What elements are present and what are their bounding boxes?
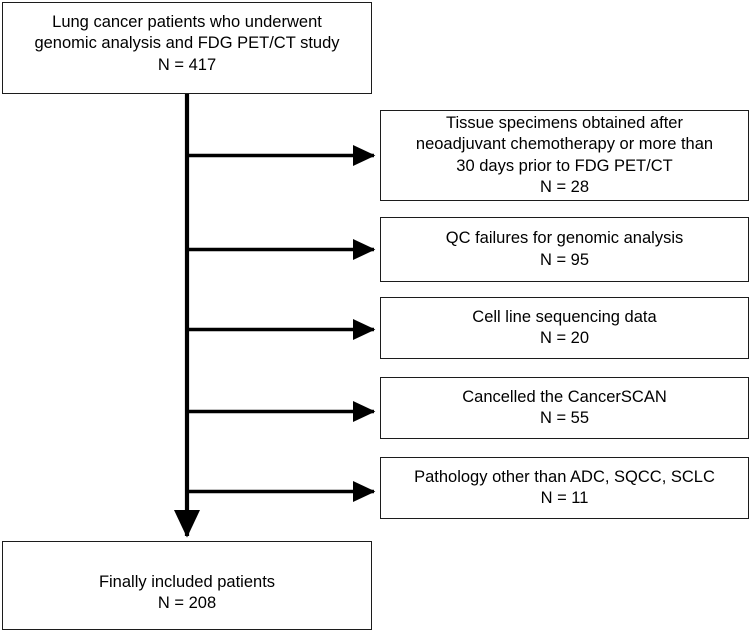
exclusion-4-line-1: Pathology other than ADC, SQCC, SCLC — [414, 467, 715, 486]
node-final-included-patients: Finally included patients N = 208 — [2, 541, 372, 630]
node-final-count: N = 208 — [157, 594, 217, 613]
exclusion-0-line-3: 30 days prior to FDG PET/CT — [456, 156, 673, 175]
exclusion-1-count: N = 95 — [539, 250, 590, 269]
node-enrolled-count: N = 417 — [157, 55, 217, 74]
exclusion-3-count: N = 55 — [539, 409, 590, 427]
exclusion-2-count: N = 20 — [539, 329, 590, 347]
node-enrolled-patients: Lung cancer patients who underwent genom… — [2, 2, 372, 94]
exclusion-0-count: N = 28 — [539, 177, 590, 196]
exclusion-2-line-1: Cell line sequencing data — [472, 307, 657, 326]
node-final-line-1: Finally included patients — [98, 573, 276, 591]
node-enrolled-line-2: genomic analysis and FDG PET/CT study — [34, 34, 340, 53]
node-enrolled-line-1: Lung cancer patients who underwent — [52, 13, 322, 31]
exclusion-0-line-2: neoadjuvant chemotherapy or more than — [415, 135, 714, 154]
node-exclusion-qc-failure: QC failures for genomic analysis N = 95 — [380, 217, 749, 282]
exclusion-3-line-1: Cancelled the CancerSCAN — [462, 387, 667, 406]
node-exclusion-neoadjuvant-timing: Tissue specimens obtained after neoadjuv… — [380, 110, 749, 201]
node-exclusion-cancelled-cancerscan: Cancelled the CancerSCAN N = 55 — [380, 377, 749, 439]
exclusion-4-count: N = 11 — [540, 489, 589, 507]
node-exclusion-other-pathology: Pathology other than ADC, SQCC, SCLC N =… — [380, 457, 749, 519]
node-exclusion-cell-line-data: Cell line sequencing data N = 20 — [380, 297, 749, 359]
exclusion-0-line-1: Tissue specimens obtained after — [446, 113, 683, 132]
exclusion-1-line-1: QC failures for genomic analysis — [445, 229, 684, 248]
